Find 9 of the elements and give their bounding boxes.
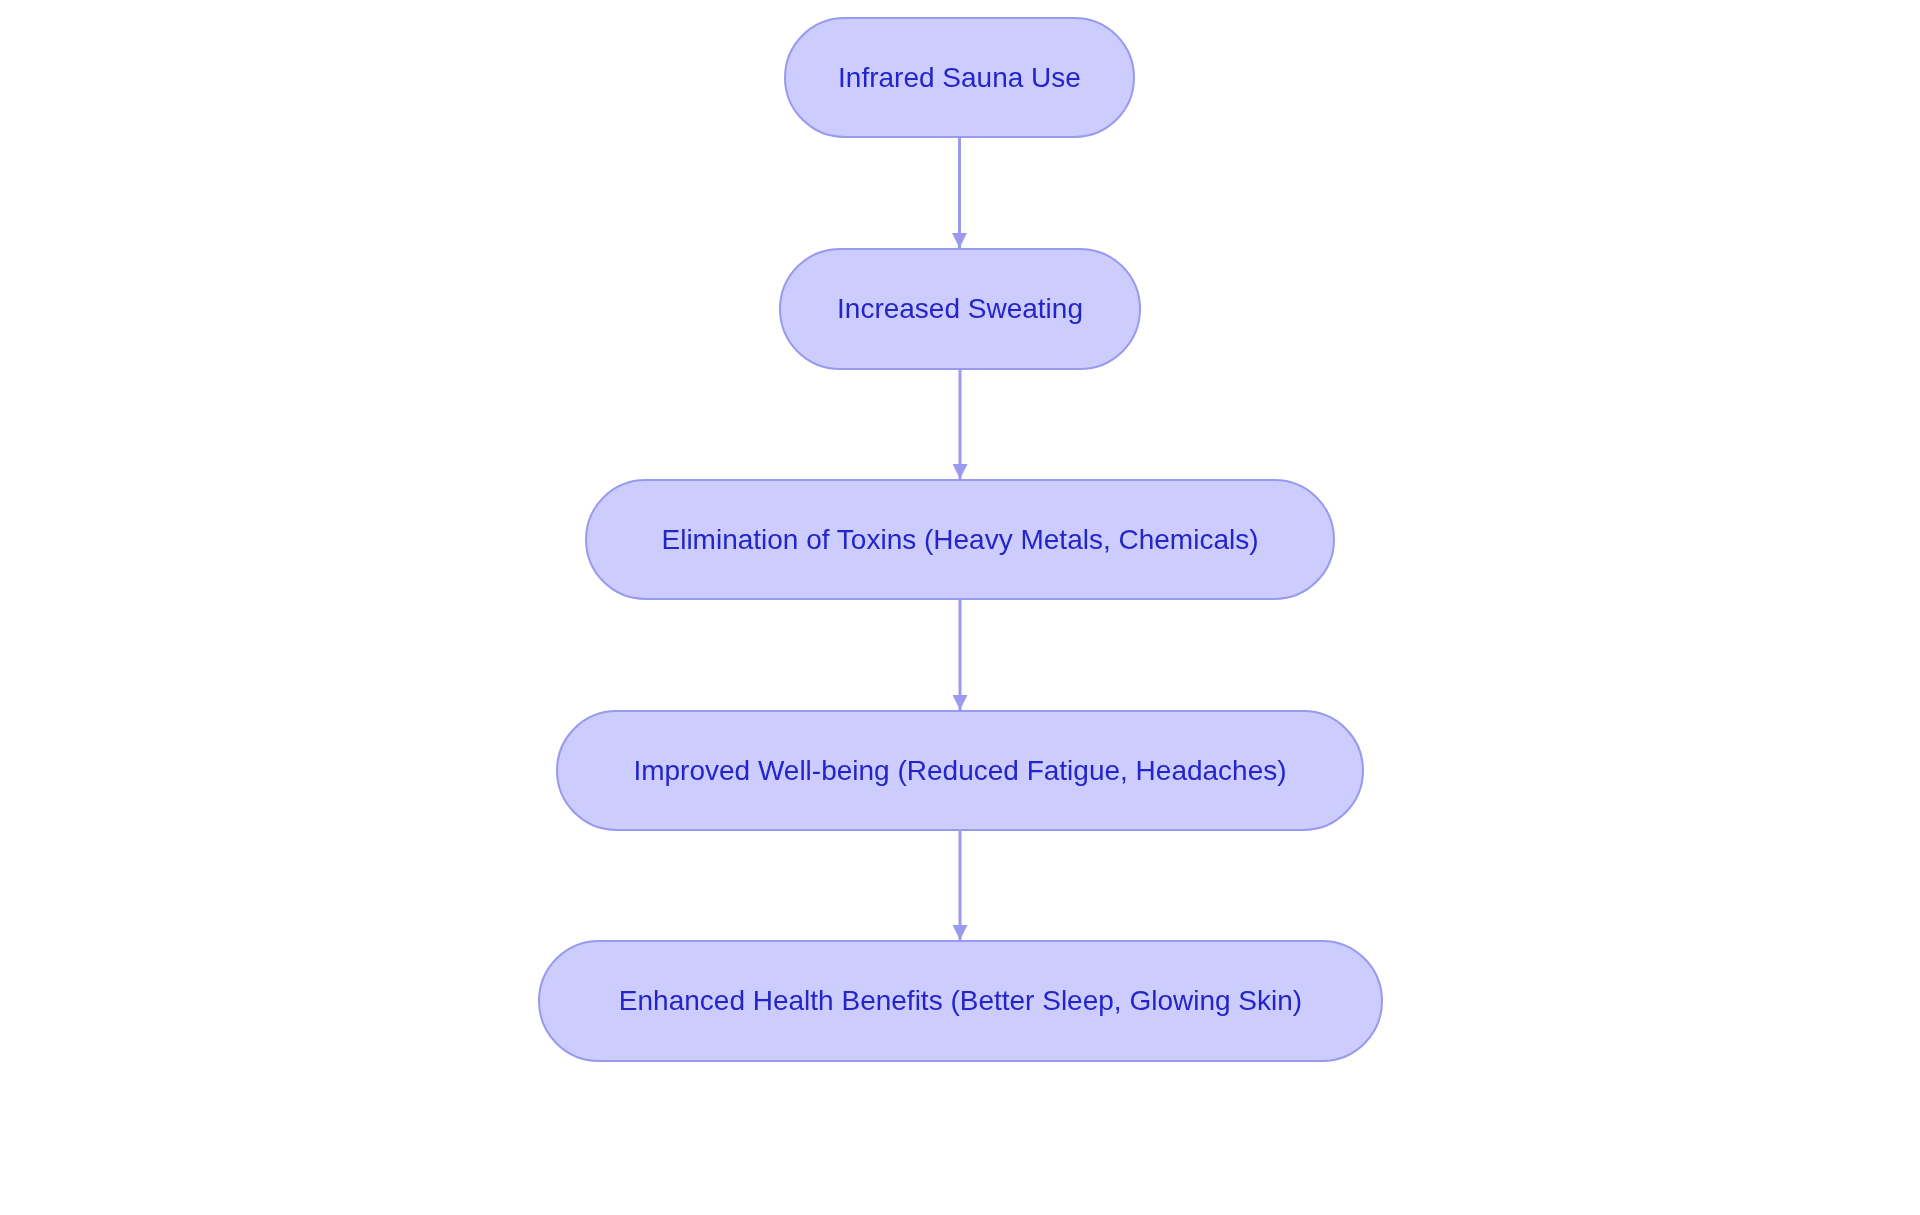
arrow bbox=[952, 138, 967, 248]
arrow bbox=[952, 600, 968, 710]
node-label: Increased Sweating bbox=[837, 293, 1083, 325]
node-label: Enhanced Health Benefits (Better Sleep, Glowing Skin) bbox=[618, 985, 1303, 1017]
node-label: Improved Well-being (Reduced Fatigue, Headaches) bbox=[633, 754, 1287, 787]
node-label: Elimination of Toxins (Heavy Metals, Chemicals) bbox=[661, 523, 1259, 556]
node-label: Infrared Sauna Use bbox=[838, 61, 1081, 94]
arrow bbox=[952, 831, 968, 940]
arrow bbox=[952, 370, 968, 479]
